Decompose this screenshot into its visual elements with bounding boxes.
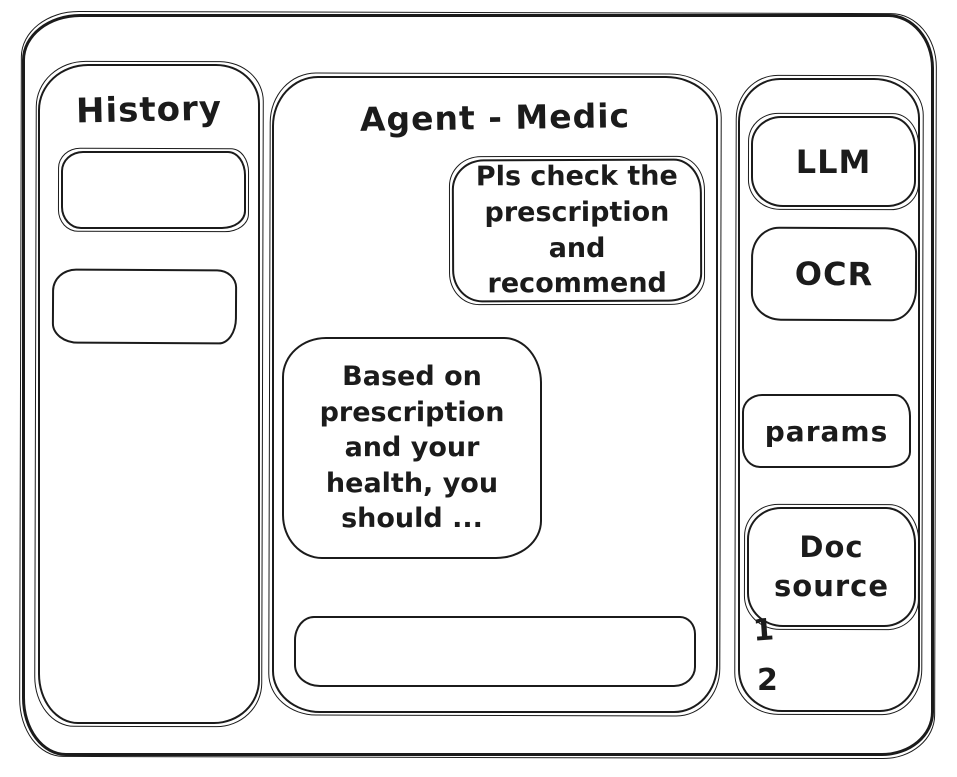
llm-button[interactable]: LLM [751,116,916,207]
chat-title: Agent - Medic [359,96,631,139]
history-title: History [75,88,223,132]
app-window: History Agent - Medic Pls check the pres… [22,14,934,756]
ocr-button[interactable]: OCR [750,226,918,322]
history-panel: History [38,64,260,724]
message-input[interactable] [294,616,696,687]
doc-source-button[interactable]: Doc source [747,507,916,627]
history-item[interactable] [51,268,238,345]
params-button[interactable]: params [742,394,911,468]
tools-panel: LLM OCR params Doc source 1 2 [738,78,920,712]
history-item[interactable] [61,151,246,229]
doc-source-item-1[interactable]: 1 [751,612,776,649]
agent-message-bubble: Based on prescription and your health, y… [282,337,542,559]
doc-source-item-2[interactable]: 2 [757,663,778,698]
user-message-bubble: Pls check the prescription and recommend [451,158,703,303]
chat-panel: Agent - Medic Pls check the prescription… [272,76,718,713]
